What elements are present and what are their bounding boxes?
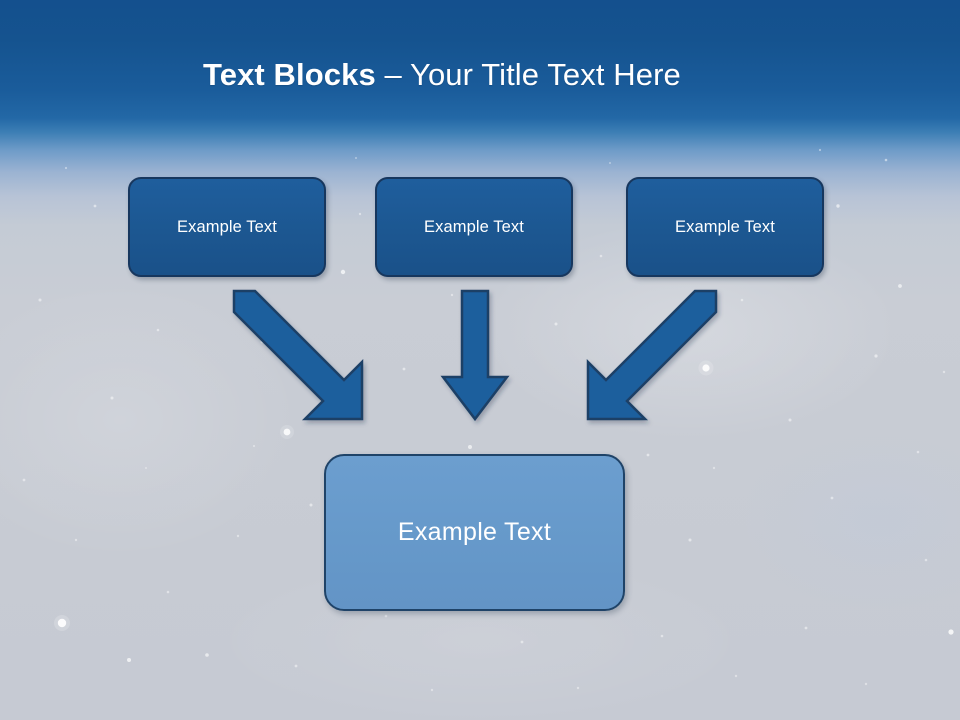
diagram-node-result[interactable]: Example Text [324,454,625,611]
diagram-node-top-2-label: Example Text [424,217,524,236]
diagram-node-result-label: Example Text [397,518,552,546]
page-title-separator: – [375,57,411,92]
page-title-regular: Your Title Text Here [410,57,681,92]
diagram-node-top-1[interactable]: Example Text [128,177,326,277]
diagram-node-top-3[interactable]: Example Text [626,177,824,277]
diagram-node-top-1-label: Example Text [177,217,277,236]
diagram-node-top-3-label: Example Text [675,217,775,236]
diagram-node-top-2[interactable]: Example Text [375,177,573,277]
page-title: Text Blocks – Your Title Text Here [203,55,681,95]
page-title-bold: Text Blocks [203,57,376,92]
